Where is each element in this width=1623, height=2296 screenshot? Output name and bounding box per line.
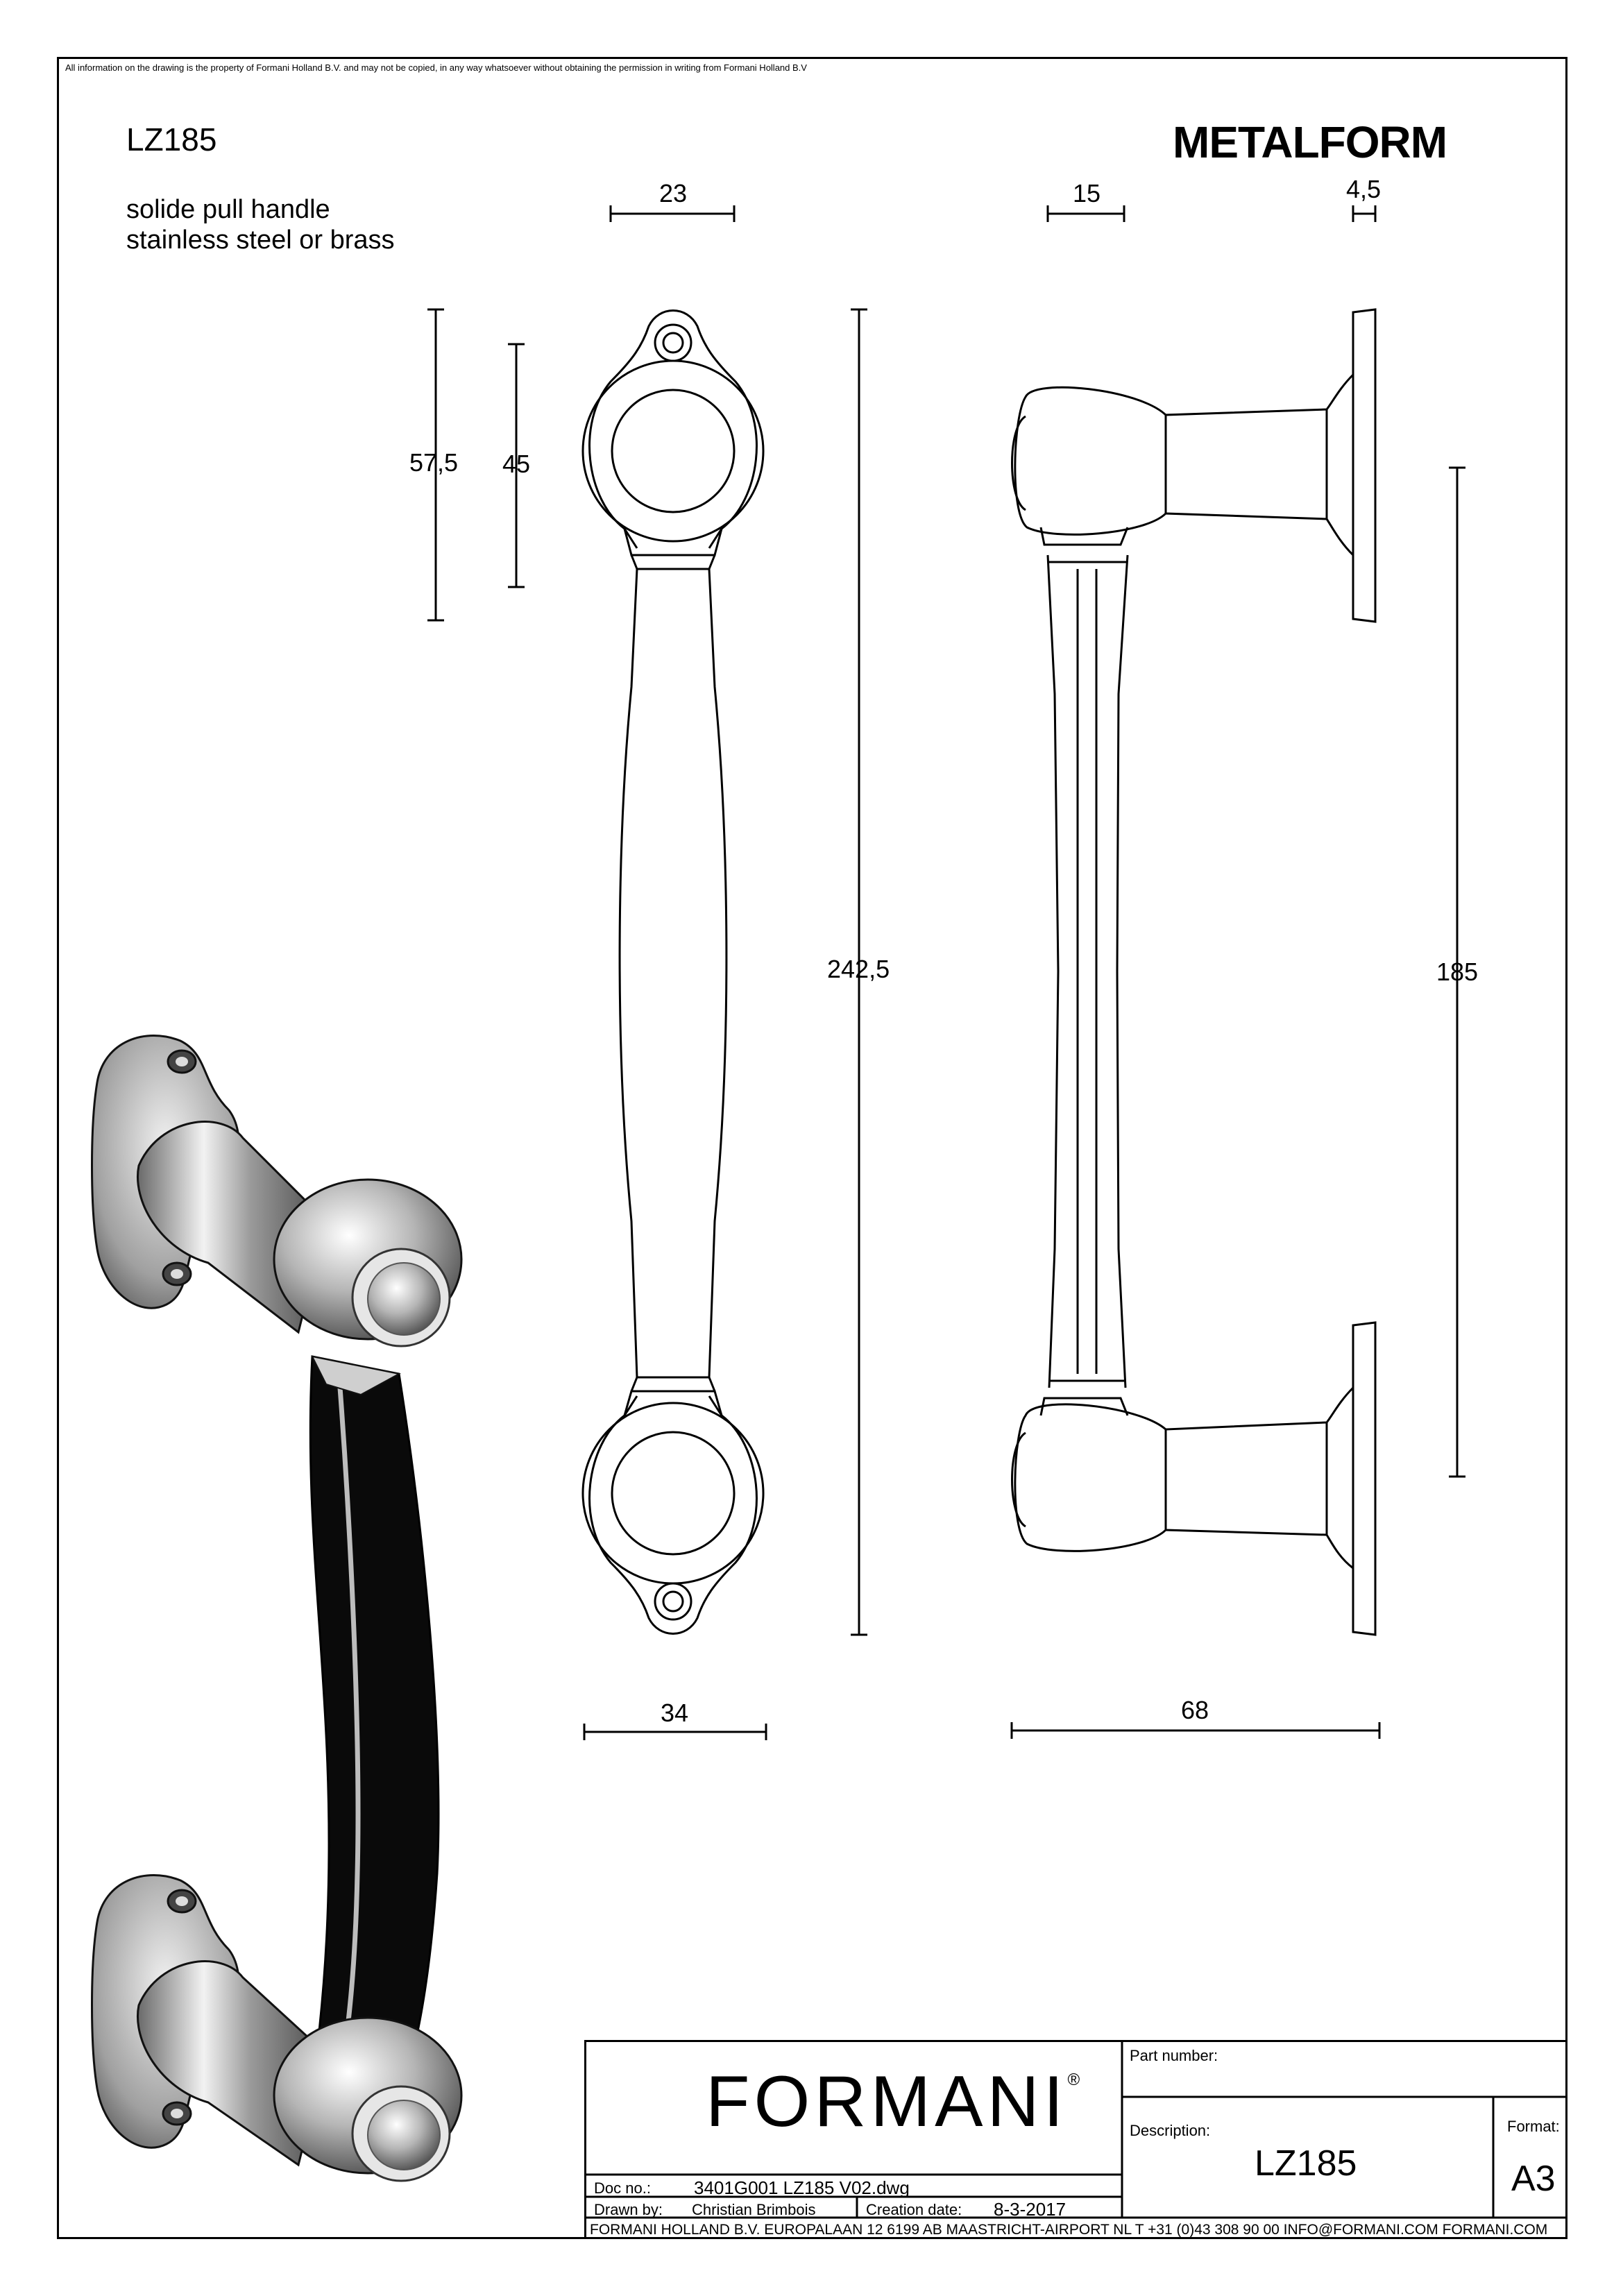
description-label: Description: [1130, 2122, 1211, 2139]
dim-total-length: 242,5 [827, 955, 890, 983]
creation-date-value: 8-3-2017 [994, 2199, 1067, 2220]
format-value: A3 [1511, 2159, 1556, 2199]
side-view [1011, 308, 1377, 1636]
copyright-disclaimer: All information on the drawing is the pr… [65, 62, 807, 73]
company-footer: FORMANI HOLLAND B.V. EUROPALAAN 12 6199 … [590, 2222, 1548, 2238]
description-line-1: solide pull handle [126, 195, 330, 224]
dim-center-distance: 185 [1436, 958, 1479, 986]
description-value: LZ185 [1255, 2143, 1357, 2184]
drawn-by-label: Drawn by: [594, 2201, 663, 2218]
title-block: FORMANI® Part number: Description: LZ185… [584, 2040, 1567, 2239]
dim-projection: 68 [1181, 1696, 1209, 1724]
logo-text: FORMANI [706, 2061, 1068, 2142]
dim-rose-height: 57,5 [409, 448, 459, 477]
doc-no-label: Doc no.: [594, 2179, 651, 2197]
dimension-lines [427, 205, 1465, 1740]
title-block-grid [584, 2040, 1567, 2239]
model-number: LZ185 [126, 121, 217, 158]
brand-name: METALFORM [1173, 117, 1447, 167]
dim-rose-diameter: 45 [502, 450, 531, 478]
description-line-2: stainless steel or brass [126, 226, 395, 255]
part-number-label: Part number: [1130, 2047, 1218, 2064]
creation-date-label: Creation date: [866, 2201, 962, 2218]
doc-no-value: 3401G001 LZ185 V02.dwg [694, 2177, 910, 2198]
front-view [581, 309, 765, 1635]
formani-logo: FORMANI® [706, 2061, 1084, 2143]
product-description: solide pull handle stainless steel or br… [126, 194, 395, 255]
dim-top-width: 23 [659, 179, 688, 207]
dim-plate-thickness: 4,5 [1346, 175, 1382, 203]
format-label: Format: [1507, 2118, 1560, 2135]
dim-rose-width: 34 [661, 1699, 689, 1727]
dim-side-depth: 15 [1073, 179, 1101, 207]
handle-3d-render [91, 1035, 463, 2182]
drawn-by-value: Christian Brimbois [692, 2201, 816, 2218]
registered-mark: ® [1067, 2070, 1085, 2089]
